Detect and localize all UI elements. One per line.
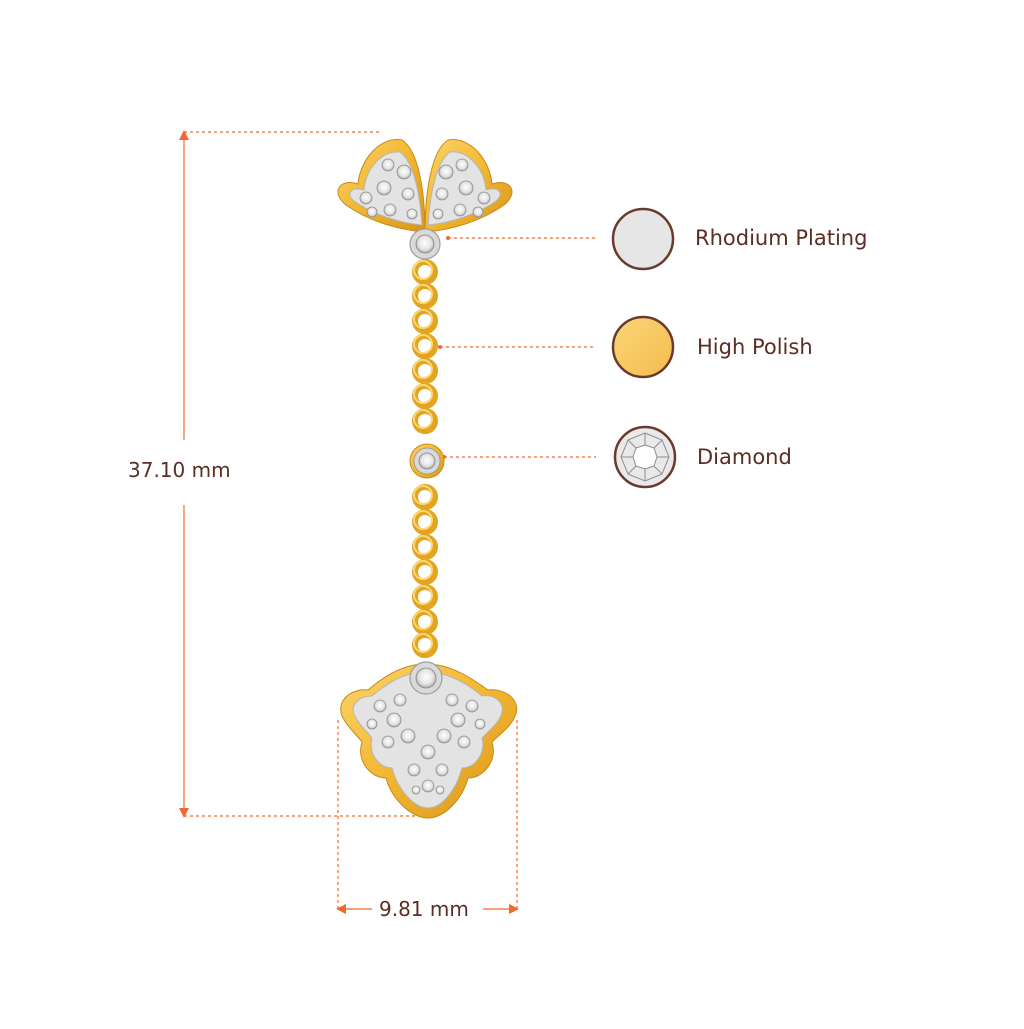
legend-swatch-high-polish — [611, 315, 675, 379]
pave-diamond — [445, 693, 459, 707]
pave-diamond — [420, 744, 436, 760]
pave-diamond — [406, 208, 418, 220]
bottom-motif-diamonds — [366, 693, 486, 795]
pave-diamond — [366, 206, 378, 218]
chain-link — [412, 283, 438, 309]
pave-diamond — [401, 187, 415, 201]
pointer-high-polish-dot — [438, 345, 442, 349]
pave-diamond — [393, 693, 407, 707]
pave-diamond — [435, 785, 445, 795]
pave-diamond — [366, 718, 378, 730]
legend-swatch-rhodium — [611, 207, 675, 271]
chain-link — [412, 308, 438, 334]
pave-diamond — [432, 208, 444, 220]
chain-link — [412, 584, 438, 610]
pave-diamond — [396, 164, 412, 180]
pave-diamond — [400, 728, 416, 744]
bottom-fan-pave — [352, 671, 503, 809]
pave-diamond — [477, 191, 491, 205]
chain-link — [412, 484, 438, 510]
pave-diamond — [457, 735, 471, 749]
pave-diamond — [373, 699, 387, 713]
pointer-rhodium-dot — [446, 236, 450, 240]
legend-label-rhodium: Rhodium Plating — [695, 226, 868, 250]
top-motif-diamonds — [359, 158, 491, 220]
pave-diamond — [474, 718, 486, 730]
pave-diamond — [435, 187, 449, 201]
pave-diamond — [465, 699, 479, 713]
height-arrow-down-icon — [179, 808, 189, 818]
chain-link — [412, 534, 438, 560]
bottom-bezel-stone — [409, 661, 443, 695]
pave-diamond — [455, 158, 469, 172]
pave-diamond — [438, 164, 454, 180]
pave-diamond — [381, 735, 395, 749]
width-dimension-label: 9.81 mm — [379, 897, 469, 921]
pave-diamond — [411, 785, 421, 795]
pave-diamond — [383, 203, 397, 217]
pave-diamond — [458, 180, 474, 196]
chain-link — [412, 259, 438, 285]
chain-link — [412, 559, 438, 585]
pave-diamond — [450, 712, 466, 728]
legend-label-high-polish: High Polish — [697, 335, 813, 359]
chain-link — [412, 509, 438, 535]
earring-illustration — [337, 139, 518, 819]
chain-link — [412, 408, 438, 434]
top-motif — [337, 139, 513, 233]
pave-diamond — [435, 763, 449, 777]
pave-diamond — [359, 191, 373, 205]
pave-diamond — [381, 158, 395, 172]
height-dimension — [183, 131, 430, 817]
legend-label-diamond: Diamond — [697, 445, 792, 469]
width-arrow-right-icon — [509, 904, 519, 914]
pave-diamond — [376, 180, 392, 196]
upper-chain — [412, 259, 438, 434]
height-arrow-up-icon — [179, 130, 189, 140]
top-bezel-stone — [409, 228, 441, 260]
lower-chain — [412, 484, 438, 658]
height-dimension-label: 37.10 mm — [128, 458, 231, 482]
chain-link — [412, 609, 438, 635]
middle-bezel-stone — [409, 443, 445, 479]
chain-link — [412, 358, 438, 384]
pave-diamond — [386, 712, 402, 728]
gold-swatch-icon — [611, 315, 675, 379]
pave-diamond — [453, 203, 467, 217]
pave-diamond — [407, 763, 421, 777]
chain-link — [412, 632, 438, 658]
pave-diamond — [436, 728, 452, 744]
diamond-facets — [620, 432, 670, 482]
legend-swatch-diamond — [613, 425, 677, 489]
width-arrow-left-icon — [336, 904, 346, 914]
chain-link — [412, 383, 438, 409]
pave-diamond — [472, 206, 484, 218]
bottom-motif — [340, 663, 518, 819]
pave-diamond — [421, 779, 435, 793]
rhodium-swatch-icon — [611, 207, 675, 271]
chain-link — [412, 333, 438, 359]
legend-pointers — [440, 237, 596, 458]
